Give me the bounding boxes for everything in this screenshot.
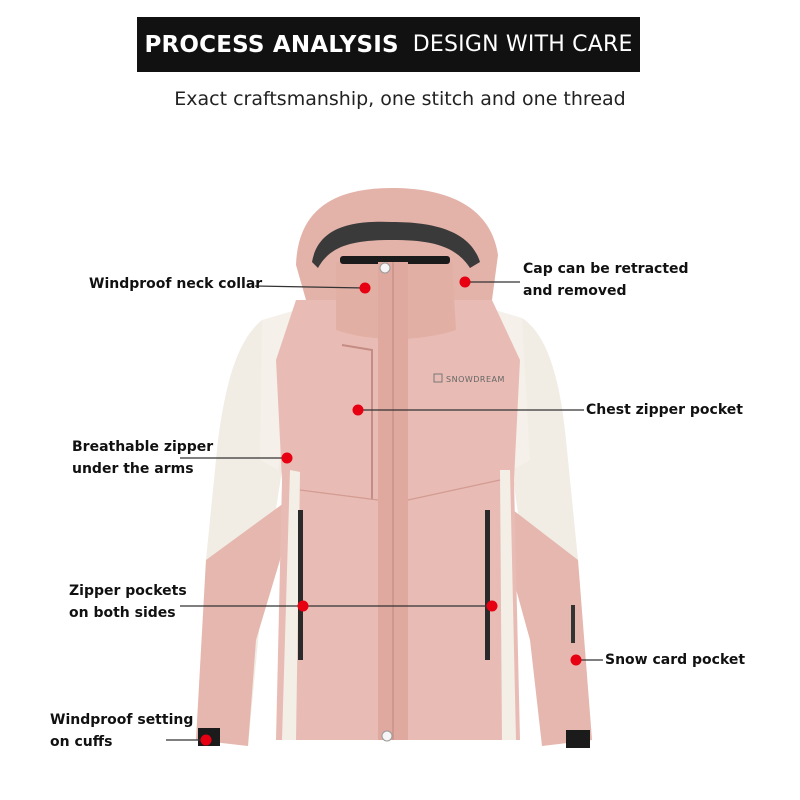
callout-breathable-line2: under the arms	[72, 461, 194, 477]
right-cuff	[566, 730, 590, 748]
callout-pockets-line1: Zipper pockets	[69, 583, 187, 599]
callout-cuffs-line1: Windproof setting	[50, 712, 194, 728]
callout-snow-card: Snow card pocket	[605, 652, 746, 668]
callout-breathable-line1: Breathable zipper	[72, 439, 214, 455]
title-bold: PROCESS ANALYSIS	[144, 31, 399, 58]
brand-logo: SNOWDREAM	[446, 375, 505, 384]
callout-cuffs: Windproof setting on cuffs	[50, 709, 193, 753]
left-side-panel	[282, 470, 300, 740]
callout-pockets: Zipper pockets on both sides	[69, 580, 187, 624]
collar-trim	[340, 256, 450, 264]
right-side-panel	[500, 470, 516, 740]
hood-lining	[312, 221, 480, 268]
left-sleeve-lower	[196, 500, 288, 746]
callout-cuffs-line2: on cuffs	[50, 734, 113, 750]
callout-cap: Cap can be retracted and removed	[523, 258, 689, 302]
callout-neck-collar: Windproof neck collar	[89, 276, 263, 292]
callout-breathable: Breathable zipper under the arms	[72, 436, 213, 480]
callout-cap-line2: and removed	[523, 283, 627, 299]
left-cuff	[198, 728, 220, 746]
header-banner: PROCESS ANALYSIS DESIGN WITH CARE	[137, 17, 640, 72]
subtitle: Exact craftsmanship, one stitch and one …	[174, 88, 626, 110]
callout-pockets-line2: on both sides	[69, 605, 176, 621]
callout-cap-line1: Cap can be retracted	[523, 261, 689, 277]
right-sleeve-lower	[500, 500, 592, 746]
callout-chest-pocket: Chest zipper pocket	[586, 402, 743, 418]
title-light: DESIGN WITH CARE	[412, 32, 633, 57]
